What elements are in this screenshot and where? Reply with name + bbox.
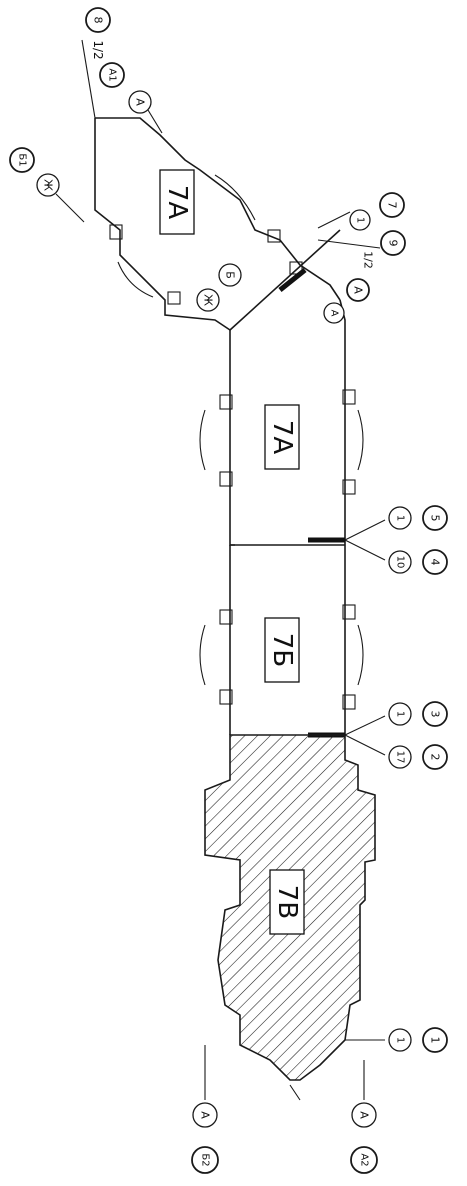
room-7b-walls <box>199 545 364 735</box>
wall-pier <box>219 609 233 625</box>
svg-text:17: 17 <box>395 751 406 764</box>
svg-text:А: А <box>329 310 340 317</box>
axis-bubble-zh-mid: Ж <box>196 288 220 312</box>
svg-text:А: А <box>352 286 365 294</box>
wall-pier <box>342 389 356 405</box>
svg-text:А: А <box>134 98 147 106</box>
wall-pier <box>219 689 233 705</box>
mark-1-low: 1 <box>388 702 412 726</box>
mark-1-bottom-circle: 1 <box>422 1027 448 1053</box>
mark-1-mid: 1 <box>388 506 412 530</box>
leader-line <box>55 193 85 223</box>
svg-text:1: 1 <box>355 217 366 223</box>
svg-text:7Б: 7Б <box>267 633 297 667</box>
wall-pier <box>342 479 356 495</box>
mark-10: 10 <box>388 550 412 574</box>
svg-text:1: 1 <box>395 1037 406 1043</box>
axis-mark-8: 8 <box>85 7 111 33</box>
svg-text:А2: А2 <box>359 1153 370 1166</box>
window-arc <box>357 409 364 471</box>
svg-text:Ж: Ж <box>42 179 55 191</box>
svg-text:Ж: Ж <box>202 294 215 306</box>
svg-text:5: 5 <box>429 515 442 522</box>
mark-5: 5 <box>422 505 448 531</box>
svg-text:А: А <box>199 1111 212 1119</box>
axis-bubble-b1-top: Б1 <box>9 147 35 173</box>
diagonal-wall <box>229 229 341 331</box>
leader-line <box>344 715 386 736</box>
leader-line <box>344 519 386 541</box>
mark-17: 17 <box>388 745 412 769</box>
axis-bubble-a-bottom-left: А <box>192 1102 218 1128</box>
room-label-7b: 7Б <box>264 617 300 683</box>
axis-bubble-b-mid: Б <box>218 263 242 287</box>
leader-line <box>81 39 96 119</box>
svg-text:Б: Б <box>224 271 237 279</box>
axis-bubble-a-bottom-right: А <box>351 1102 377 1128</box>
wall-pier <box>219 471 233 487</box>
axis-bubble-a1-top: А1 <box>99 62 125 88</box>
wall-pier <box>167 291 181 305</box>
svg-text:А: А <box>358 1111 371 1119</box>
window-arc <box>199 409 206 471</box>
leader-line <box>317 211 351 229</box>
wall-pier <box>219 394 233 410</box>
svg-text:7В: 7В <box>272 885 302 919</box>
wall-pier <box>342 604 356 620</box>
svg-text:Б1: Б1 <box>17 153 28 166</box>
leader-line <box>317 239 381 249</box>
svg-text:4: 4 <box>429 559 442 566</box>
wall-pier <box>267 229 281 243</box>
mark-1-bottom: 1 <box>388 1028 412 1052</box>
svg-text:1/2: 1/2 <box>362 251 375 269</box>
svg-text:1: 1 <box>395 515 406 521</box>
axis-bubble-zh-top: Ж <box>36 173 60 197</box>
svg-text:9: 9 <box>387 240 400 247</box>
axis-bubble-a2-bottom: А2 <box>350 1146 378 1174</box>
svg-text:1: 1 <box>395 711 406 717</box>
axis-bubble-a-top: А <box>128 90 152 114</box>
room-label-7a-upper: 7А <box>159 169 195 235</box>
room-label-7v: 7В <box>269 869 305 935</box>
axis-mark-1-2: 1/2 <box>91 40 105 59</box>
svg-text:8: 8 <box>92 17 105 24</box>
axis-bubble-a-right2: А <box>323 302 345 324</box>
mark-1-2-right: 1/2 <box>362 251 375 269</box>
svg-text:7А: 7А <box>267 420 297 455</box>
window-arc <box>357 624 364 686</box>
mark-7: 7 <box>379 192 405 218</box>
leader-line <box>289 1084 301 1101</box>
leader-line <box>344 734 386 756</box>
room-label-7a: 7А <box>264 404 300 470</box>
leader-line <box>344 539 386 561</box>
window-arc <box>117 261 154 298</box>
wall-pier <box>109 224 123 240</box>
wall-pier <box>342 694 356 710</box>
thick-partition <box>278 268 307 292</box>
mark-4: 4 <box>422 549 448 575</box>
window-arc <box>214 174 256 221</box>
window-arc <box>199 624 206 686</box>
mark-9: 9 <box>380 230 406 256</box>
mark-2: 2 <box>422 744 448 770</box>
svg-text:1/2: 1/2 <box>91 40 105 59</box>
svg-text:2: 2 <box>429 754 442 761</box>
axis-bubble-a-right: А <box>346 278 370 302</box>
leader-line <box>147 109 163 134</box>
svg-text:7: 7 <box>386 202 399 209</box>
svg-text:Б2: Б2 <box>200 1153 211 1166</box>
svg-text:3: 3 <box>429 711 442 718</box>
svg-text:А1: А1 <box>107 68 118 81</box>
svg-text:1: 1 <box>429 1037 442 1044</box>
axis-bubble-b2-bottom: Б2 <box>191 1146 219 1174</box>
mark-1-small: 1 <box>349 209 371 231</box>
svg-text:10: 10 <box>395 556 406 569</box>
svg-text:7А: 7А <box>162 185 192 220</box>
mark-3: 3 <box>422 701 448 727</box>
